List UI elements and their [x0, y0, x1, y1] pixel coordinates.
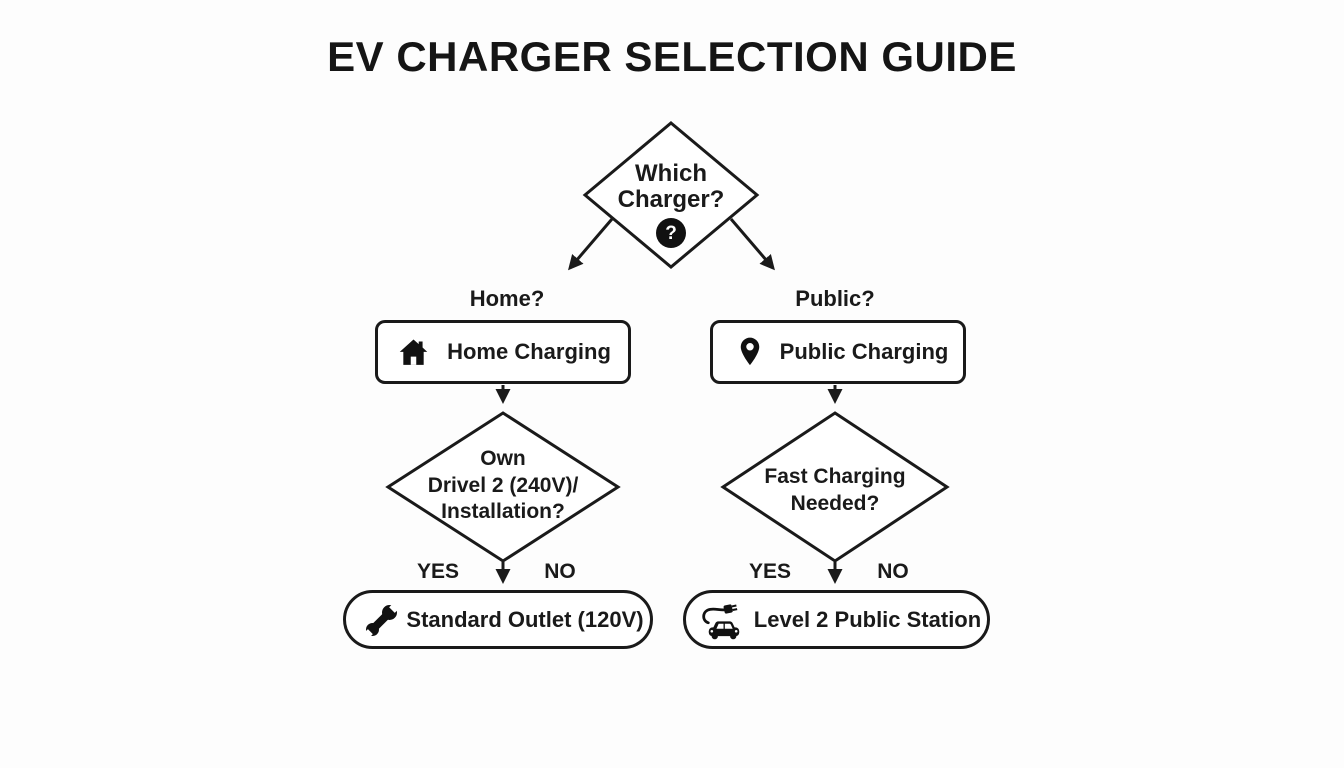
- decision-home-label: Own Drivel 2 (240V)/ Installation?: [393, 446, 613, 526]
- home-charging-label: Home Charging: [447, 339, 611, 364]
- page-title: EV CHARGER SELECTION GUIDE: [327, 33, 1017, 80]
- decision-diamond-home: [385, 411, 621, 563]
- decision-home-line3: Installation?: [441, 500, 565, 523]
- decision-public-line2: Needed?: [790, 491, 880, 515]
- level2-station-label: Level 2 Public Station: [753, 606, 982, 632]
- question-mark-glyph: ?: [665, 222, 677, 244]
- decision-home-line1: Own: [480, 447, 526, 470]
- house-icon: [397, 336, 430, 369]
- map-pin-icon: [735, 335, 765, 369]
- decision-home-line2: Drivel 2 (240V)/: [427, 473, 579, 497]
- decision-public-label: Fast Charging Needed?: [725, 464, 945, 517]
- ev-car-plug-icon: [700, 600, 748, 640]
- public-charging-label: Public Charging: [779, 339, 949, 364]
- edge-label-home-no: NO: [544, 560, 576, 583]
- branch-label-public: Public?: [795, 286, 875, 311]
- decision-root-line1: Which: [635, 160, 707, 187]
- arrow-root-to-home: [568, 218, 614, 271]
- edge-label-public-yes: YES: [748, 560, 792, 583]
- node-home-charging: Home Charging: [375, 320, 631, 384]
- arrow-root-to-public: [729, 218, 775, 271]
- branch-label-home: Home?: [469, 286, 545, 311]
- standard-outlet-label: Standard Outlet (120V): [406, 606, 644, 632]
- question-mark-icon: ?: [656, 218, 686, 248]
- decision-diamond-public: [720, 411, 950, 563]
- edge-label-home-yes: YES: [416, 560, 460, 583]
- wrench-icon: [364, 601, 400, 638]
- node-standard-outlet: Standard Outlet (120V): [343, 590, 653, 649]
- decision-root-line2: Charger?: [617, 186, 725, 213]
- edge-label-public-no: NO: [877, 560, 909, 583]
- decision-root-label: Which Charger? ?: [579, 161, 763, 248]
- node-public-charging: Public Charging: [710, 320, 966, 384]
- node-level2-station: Level 2 Public Station: [683, 590, 990, 649]
- decision-diamond-root: [582, 121, 760, 269]
- decision-public-line1: Fast Charging: [764, 465, 906, 488]
